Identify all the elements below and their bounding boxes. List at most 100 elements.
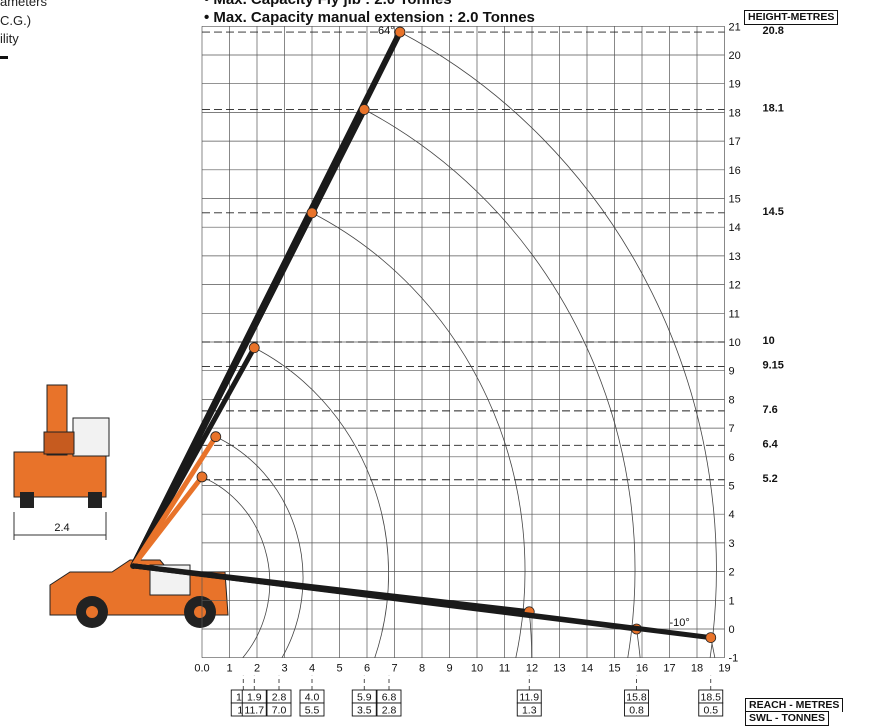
swl-value: 1.3 xyxy=(522,705,537,717)
reach-value: 2.8 xyxy=(272,692,287,704)
height-tick-label: 3 xyxy=(729,538,735,550)
height-value-label: 9.15 xyxy=(763,359,784,371)
reach-tick-label: 18 xyxy=(691,663,703,675)
reach-tick-label: 3 xyxy=(281,663,287,675)
crane-width-label: 2.4 xyxy=(54,522,69,534)
reach-tick-label: 5 xyxy=(336,663,342,675)
swl-value-box xyxy=(266,702,292,717)
swl-value-box xyxy=(624,702,649,717)
reach-arc xyxy=(528,611,533,658)
reach-tick-label: 9 xyxy=(446,663,452,675)
boom-tip-sheave xyxy=(705,632,717,644)
boom-tip-sheave xyxy=(358,104,370,115)
height-tick-label: 16 xyxy=(729,165,741,177)
swl-value-box xyxy=(698,702,724,717)
swl-value: 11.7 xyxy=(244,705,264,717)
boom-tip-sheave xyxy=(394,26,406,38)
height-value-label: 20.8 xyxy=(763,25,784,37)
height-tick-label: 11 xyxy=(729,308,740,320)
reach-tick-label: 14 xyxy=(581,663,593,675)
swl-value-box xyxy=(299,702,325,717)
boom-tip-sheave xyxy=(210,431,222,443)
capacity-fly-jib: • Max. Capacity Fly jib : 2.0 Tonnes xyxy=(204,0,452,8)
height-tick-label: 5 xyxy=(729,481,735,493)
reach-tick-label: 2 xyxy=(254,663,260,675)
swl-value: 5.5 xyxy=(305,705,320,717)
height-axis-title: HEIGHT-METRES xyxy=(744,10,839,25)
reach-value: 11.9 xyxy=(519,692,539,704)
height-limit-lines xyxy=(202,31,725,481)
reach-arc xyxy=(254,347,389,658)
reach-value: 4.0 xyxy=(305,692,320,704)
reach-tick-label: 17 xyxy=(663,663,675,675)
height-tick-label: 18 xyxy=(729,107,741,119)
reach-tick-label: 0.0 xyxy=(194,663,209,675)
height-tick-label: 6 xyxy=(729,452,735,464)
height-value-label: 10 xyxy=(763,335,775,347)
height-tick-label: 7 xyxy=(729,423,735,435)
height-tick-label: 2 xyxy=(729,567,735,579)
reach-tick-label: 10 xyxy=(471,663,483,675)
reach-tick-label: 19 xyxy=(718,663,730,675)
reach-axis-title: REACH - METRES xyxy=(745,698,844,712)
height-tick-label: 14 xyxy=(729,222,741,234)
swl-value: 0.8 xyxy=(629,705,644,717)
reach-arcs xyxy=(201,31,717,658)
reach-value: 6.8 xyxy=(382,692,397,704)
height-tick-label: 19 xyxy=(729,79,741,91)
reach-arc xyxy=(201,476,271,658)
boom-tip-sheave xyxy=(196,471,208,483)
height-tick-label: 15 xyxy=(729,194,741,206)
reach-tick-label: 6 xyxy=(364,663,370,675)
reach-tick-label: 8 xyxy=(419,663,425,675)
boom-tip-sheave xyxy=(248,342,260,354)
reach-arc xyxy=(311,212,526,658)
reach-value: 15.8 xyxy=(626,692,647,704)
reach-tick-label: 4 xyxy=(309,663,315,675)
reach-tick-label: 15 xyxy=(608,663,620,675)
reach-tick-label: 1 xyxy=(226,663,232,675)
height-tick-label: 4 xyxy=(729,509,735,521)
swl-value: 2.8 xyxy=(382,705,397,717)
load-value-boxes: 1.5151.911.72.87.04.05.55.93.56.82.811.9… xyxy=(230,675,724,717)
swl-value-box xyxy=(241,702,267,717)
reach-tick-label: 13 xyxy=(553,663,565,675)
height-value-label: 14.5 xyxy=(763,206,784,218)
height-tick-label: 1 xyxy=(729,595,735,607)
legend-line-2: C.G.) xyxy=(0,13,32,28)
min-boom-angle-label: -10° xyxy=(670,617,690,629)
height-value-label: 6.4 xyxy=(763,438,779,450)
boom-tip-sheave xyxy=(306,207,318,219)
reach-value: 18.5 xyxy=(701,692,722,704)
boom-positions xyxy=(130,26,717,644)
reach-tick-label: 11 xyxy=(499,663,510,675)
crane-rear-view-illustration xyxy=(13,384,110,540)
height-tick-label: 13 xyxy=(729,251,741,263)
boom-line xyxy=(130,563,714,641)
swl-value-box xyxy=(351,702,377,717)
legend-line-3: ility xyxy=(0,31,19,46)
swl-value: 7.0 xyxy=(272,705,287,717)
reach-tick-label: 7 xyxy=(391,663,397,675)
height-tick-label: 12 xyxy=(729,280,741,292)
height-value-label: 7.6 xyxy=(763,404,778,416)
capacity-manual-extension: • Max. Capacity manual extension : 2.0 T… xyxy=(204,9,535,26)
height-tick-label: 20 xyxy=(729,50,741,62)
reach-arc xyxy=(364,109,636,658)
reach-value: 5.9 xyxy=(357,692,372,704)
height-tick-label: 10 xyxy=(729,337,741,349)
height-tick-label: 8 xyxy=(729,394,735,406)
legend-marker xyxy=(0,56,8,59)
swl-value-box xyxy=(516,702,542,717)
height-value-label: 18.1 xyxy=(763,103,784,115)
height-tick-label: 17 xyxy=(729,136,741,148)
reach-tick-label: 16 xyxy=(636,663,648,675)
boom-line xyxy=(130,474,205,569)
boom-line xyxy=(130,345,257,569)
reach-arc xyxy=(215,436,304,658)
crane-side-view-illustration xyxy=(49,559,229,628)
max-boom-angle-label: 64° xyxy=(378,25,395,37)
